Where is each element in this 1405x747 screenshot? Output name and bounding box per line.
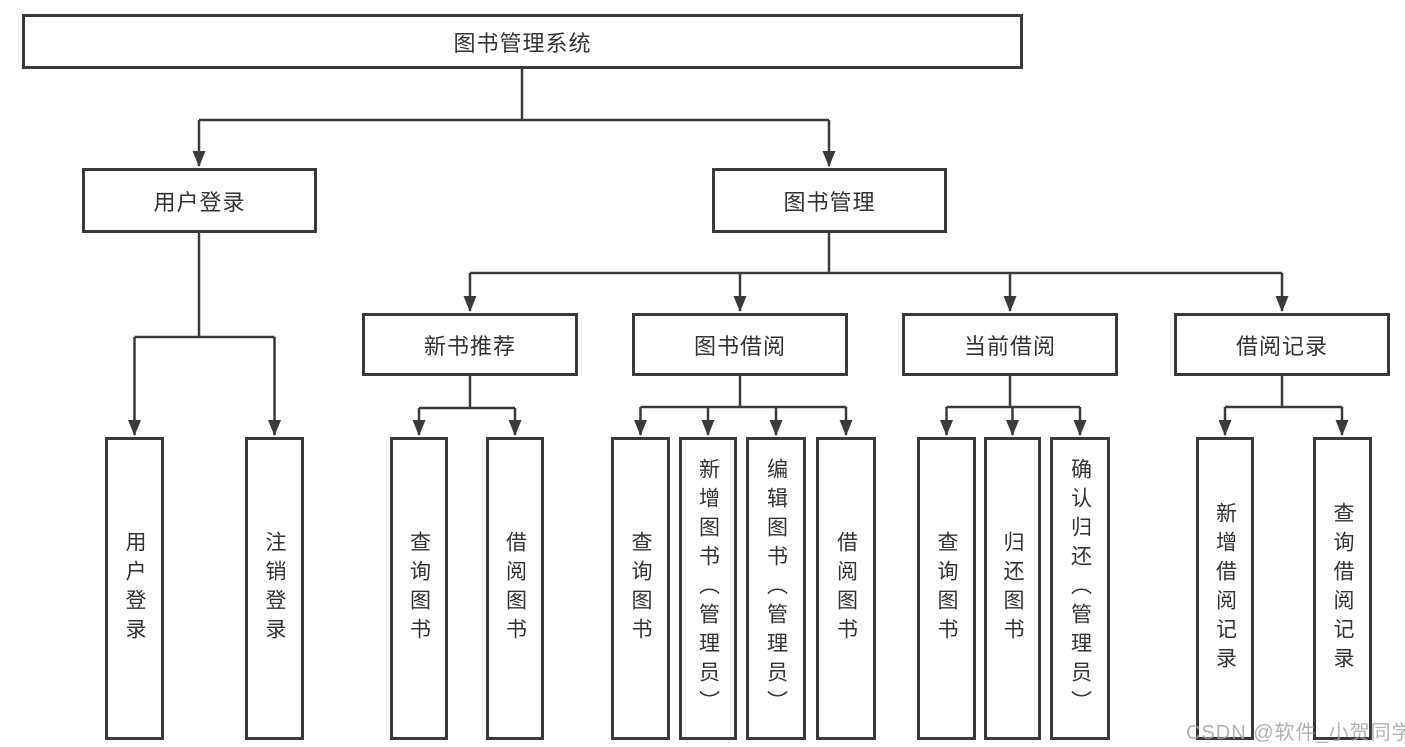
leaf-borrow-add-books-admin: 新增图书（管理员）: [679, 437, 737, 740]
node-book-management: 图书管理: [712, 168, 947, 233]
node-book-borrow: 图书借阅: [632, 313, 848, 376]
leaf-borrow-edit-books-admin: 编辑图书（管理员）: [746, 437, 806, 740]
leaf-records-add-record: 新增借阅记录: [1196, 437, 1254, 740]
csdn-watermark: CSDN @软件_小贺同学: [1186, 722, 1405, 744]
node-current-borrow: 当前借阅: [902, 313, 1118, 376]
leaf-current-query-books: 查询图书: [917, 437, 976, 740]
node-borrow-records: 借阅记录: [1174, 313, 1390, 376]
leaf-user-login: 用户登录: [105, 437, 164, 740]
leaf-logout: 注销登录: [245, 437, 304, 740]
node-user-login: 用户登录: [82, 168, 317, 233]
leaf-current-confirm-return-admin: 确认归还（管理员）: [1050, 437, 1110, 740]
leaf-newbook-query-books: 查询图书: [390, 437, 448, 740]
leaf-newbook-borrow-books: 借阅图书: [486, 437, 544, 740]
node-new-book-recommend: 新书推荐: [362, 313, 578, 376]
leaf-records-query-record: 查询借阅记录: [1313, 437, 1372, 740]
leaf-borrow-query-books: 查询图书: [611, 437, 670, 740]
node-root-system: 图书管理系统: [22, 14, 1023, 69]
leaf-borrow-borrow-books: 借阅图书: [816, 437, 876, 740]
leaf-current-return-books: 归还图书: [984, 437, 1041, 740]
